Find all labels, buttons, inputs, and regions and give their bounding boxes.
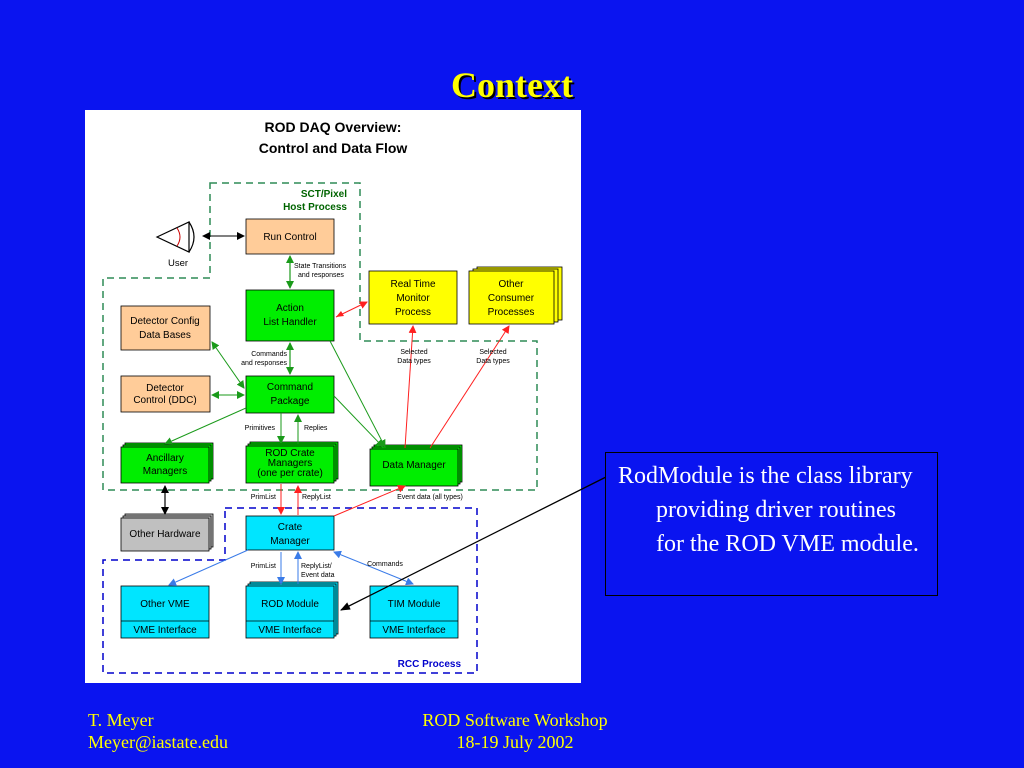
commands-responses-label-line1: Commands <box>251 351 287 358</box>
action-datamanager-arrow <box>329 340 386 448</box>
rcc-process-label: RCC Process <box>398 659 462 670</box>
event-data-arrow <box>333 485 406 517</box>
footer-event-block: ROD Software Workshop 18-19 July 2002 <box>380 709 650 753</box>
other-consumer-label-line2: Consumer <box>488 293 535 304</box>
sct-pixel-label-line1: SCT/Pixel <box>301 189 347 200</box>
detector-control-label-line1: Detector <box>146 383 184 394</box>
crate-othervme-arrow <box>168 549 249 586</box>
diagram-title-line2: Control and Data Flow <box>259 140 408 156</box>
replylist-label: ReplyList <box>302 494 331 501</box>
command-datamanager-arrow <box>333 395 384 448</box>
tim-module-label: TIM Module <box>388 599 441 610</box>
state-transitions-label-line2: and responses <box>298 272 344 279</box>
real-time-label-line2: Monitor <box>396 293 430 304</box>
other-vme-interface-label: VME Interface <box>133 625 197 636</box>
action-list-handler-box <box>245 289 335 342</box>
footer-date: 18-19 July 2002 <box>456 732 574 752</box>
event-data-label: Event data (all types) <box>397 494 463 501</box>
selected-data-types-label-2-line2: Data types <box>476 358 510 365</box>
real-time-label-line1: Real Time <box>390 279 435 290</box>
diagram-svg: ROD DAQ Overview: Control and Data Flow … <box>102 119 563 674</box>
primlist-label-2: PrimList <box>251 563 276 570</box>
rodmodule-note: RodModule is the class library providing… <box>605 452 938 596</box>
crate-tim-arrow <box>333 550 414 586</box>
ancillary-label-line2: Managers <box>143 466 187 477</box>
command-package-label-line2: Package <box>271 396 310 407</box>
run-control-box <box>245 218 335 255</box>
other-vme-box <box>120 585 210 639</box>
rod-crate-label-line2: Managers <box>268 458 312 469</box>
commands-responses-label-line2: and responses <box>241 360 287 367</box>
user-eye-icon <box>155 221 195 253</box>
selected-data-types-label-2-line1: Selected <box>479 349 506 356</box>
run-control-label: Run Control <box>263 232 316 243</box>
diagram-panel: ROD DAQ Overview: Control and Data Flow … <box>85 110 581 683</box>
ancillary-managers-box <box>120 446 210 484</box>
footer-author: T. Meyer <box>88 710 154 730</box>
other-consumer-label-line3: Processes <box>488 307 535 318</box>
rod-crate-label-line1: ROD Crate <box>265 448 315 459</box>
replylist-event-label-line1: ReplyList/ <box>301 563 332 570</box>
state-transitions-label-line1: State Transitions <box>294 263 347 270</box>
selected-data-types-label-1-line2: Data types <box>397 358 431 365</box>
action-list-label-line1: Action <box>276 303 304 314</box>
commands-label: Commands <box>367 561 403 568</box>
command-package-label-line1: Command <box>267 382 313 393</box>
command-ancillary-arrow <box>164 407 247 445</box>
other-vme-label: Other VME <box>140 599 190 610</box>
command-package-box <box>245 375 335 414</box>
slide-title: Context <box>451 65 573 105</box>
sct-pixel-label-line2: Host Process <box>283 202 347 213</box>
other-consumer-label-line1: Other <box>498 279 524 290</box>
user-label: User <box>168 258 188 269</box>
detector-control-label-line2: Control (DDC) <box>133 395 196 406</box>
other-hardware-label: Other Hardware <box>129 529 201 540</box>
rod-module-label: ROD Module <box>261 599 319 610</box>
primlist-label-1: PrimList <box>251 494 276 501</box>
diagram-title-line1: ROD DAQ Overview: <box>265 119 402 135</box>
data-manager-label: Data Manager <box>382 460 446 471</box>
crate-manager-label-line1: Crate <box>278 522 303 533</box>
primitives-label: Primitives <box>245 425 276 432</box>
replylist-event-label-line2: Event data <box>301 572 335 579</box>
rod-module-box <box>245 585 335 639</box>
data-consumer-arrow <box>429 325 510 449</box>
real-time-label-line3: Process <box>395 307 431 318</box>
data-monitor-arrow <box>404 325 417 449</box>
rod-crate-label-line3: (one per crate) <box>257 468 323 479</box>
rod-module-interface-label: VME Interface <box>258 625 322 636</box>
config-command-arrow <box>211 341 245 389</box>
detector-config-label-line1: Detector Config <box>130 316 199 327</box>
replies-label: Replies <box>304 425 328 432</box>
real-time-monitor-box <box>368 270 458 325</box>
detector-control-box <box>120 375 211 413</box>
rod-crate-managers-box <box>245 445 335 484</box>
ancillary-label-line1: Ancillary <box>146 453 184 464</box>
action-list-label-line2: List Handler <box>263 317 317 328</box>
detector-config-box <box>120 305 211 351</box>
footer-event: ROD Software Workshop <box>422 710 608 730</box>
tim-module-interface-label: VME Interface <box>382 625 446 636</box>
crate-manager-label-line2: Manager <box>270 536 310 547</box>
selected-data-types-label-1-line1: Selected <box>400 349 427 356</box>
footer-email: Meyer@iastate.edu <box>88 732 229 752</box>
detector-config-label-line2: Data Bases <box>139 330 191 341</box>
other-hardware-box <box>120 517 210 552</box>
crate-manager-box <box>245 515 335 551</box>
other-consumer-box <box>468 270 555 325</box>
footer-author-block: T. Meyer Meyer@iastate.edu <box>88 709 228 753</box>
